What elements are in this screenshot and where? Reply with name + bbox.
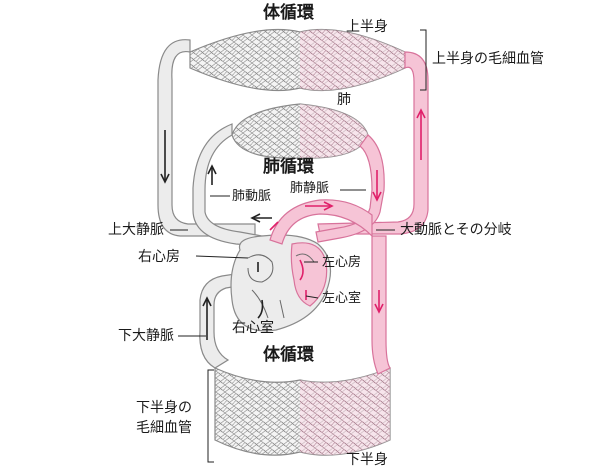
label-lower-capillaries-1: 下半身の	[136, 400, 192, 416]
label-upper-body: 上半身	[346, 19, 388, 35]
label-lower-body: 下半身	[346, 452, 388, 468]
label-pulmonary-artery: 肺動脈	[232, 189, 271, 204]
label-left-atrium: 左心房	[322, 254, 361, 270]
label-lung: 肺	[337, 92, 351, 108]
label-right-ventricle: 右心室	[232, 319, 274, 336]
leader-lines	[170, 29, 427, 463]
label-pulmonary-circulation: 肺循環	[263, 156, 315, 177]
lower-capillary-bracket	[207, 369, 214, 463]
labels: 体循環 上半身 上半身の毛細血管 肺 肺循環 肺動脈 肺静脈 上大静脈 大動脈と…	[108, 2, 544, 468]
label-left-ventricle: 左心室	[322, 290, 361, 306]
label-upper-capillaries: 上半身の毛細血管	[432, 51, 544, 67]
heart-interior	[247, 253, 315, 319]
label-right-atrium: 右心房	[138, 249, 180, 265]
upper-capillary-bed	[189, 28, 406, 92]
upper-capillary-bracket	[420, 29, 427, 91]
label-pulmonary-vein: 肺静脈	[290, 181, 329, 196]
label-inferior-vena-cava: 下大静脈	[118, 328, 174, 344]
label-systemic-top: 体循環	[263, 2, 315, 23]
lower-capillary-bed	[214, 367, 391, 456]
label-superior-vena-cava: 上大静脈	[108, 222, 164, 238]
arterial-vessels	[269, 51, 429, 375]
label-aorta-branches: 大動脈とその分岐	[400, 222, 512, 238]
label-systemic-bottom: 体循環	[263, 344, 315, 365]
flow-arrows	[160, 108, 426, 340]
label-lower-capillaries-2: 毛細血管	[136, 420, 192, 436]
lung-capillary-bed	[231, 103, 369, 159]
